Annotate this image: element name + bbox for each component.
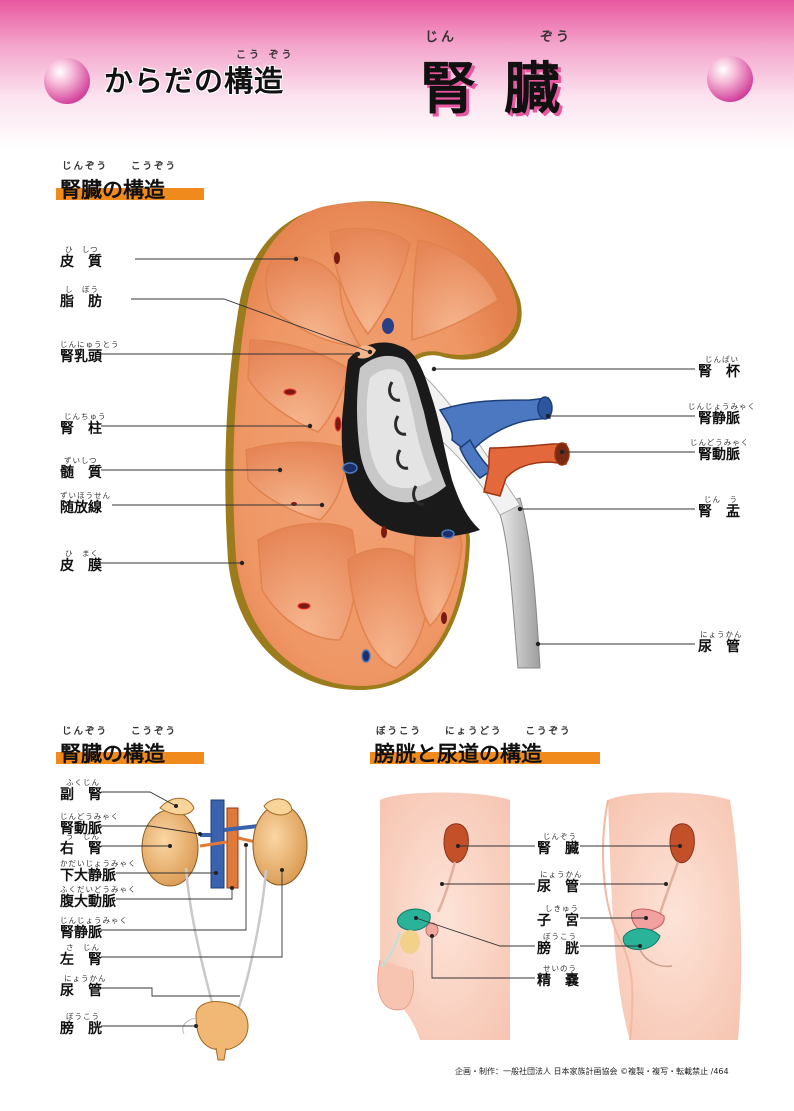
s3-ureter: 尿 管 <box>537 879 579 895</box>
section2-heading: 腎臓の構造 <box>56 738 204 768</box>
header-subtitle: からだの構造 <box>104 64 285 98</box>
s2-adrenal-ruby: ふくじん <box>66 778 100 787</box>
section3-title: 膀胱と尿道の構造 <box>374 741 542 766</box>
label-renal-vein-ruby: じんじょうみゃく <box>688 402 756 411</box>
label-renal-vein: 腎静脈 <box>698 411 740 427</box>
s2-left-kidney: 左 腎 <box>60 952 102 968</box>
label-renal-artery-ruby: じんどうみゃく <box>690 438 750 447</box>
s2-renal-artery-ruby: じんどうみゃく <box>60 812 120 821</box>
s2-aorta-ruby: ふくだいどうみゃく <box>60 885 137 894</box>
s3-bladder-ruby: ぼうこう <box>543 932 577 941</box>
section1-heading: 腎臓の構造 <box>56 174 204 204</box>
label-ureter: 尿 管 <box>698 639 740 655</box>
s2-renal-artery: 腎動脈 <box>60 821 102 837</box>
title-ruby-2: ぞう <box>540 30 573 45</box>
s3-bladder: 膀 胱 <box>537 941 579 957</box>
label-medulla-ruby: ずいしつ <box>64 456 98 465</box>
label-cortex-ruby: ひ しつ <box>65 245 99 254</box>
section2-title: 腎臓の構造 <box>60 741 165 766</box>
s3-uterus-ruby: しきゅう <box>545 904 579 913</box>
section2-ruby: じんぞう こうぞう <box>62 726 178 737</box>
s3-kidney-ruby: じんぞう <box>543 832 577 841</box>
subtitle-ruby: こう ぞう <box>236 50 295 61</box>
s3-seminal-vesicle-ruby: せいのう <box>543 964 577 973</box>
label-ureter-ruby: にょうかん <box>700 630 743 639</box>
section3-heading: 膀胱と尿道の構造 <box>370 738 600 768</box>
section1-title: 腎臓の構造 <box>60 177 165 202</box>
label-pelvis-ruby: じん う <box>704 495 738 504</box>
s2-renal-vein-ruby: じんじょうみゃく <box>60 916 128 925</box>
page-title: 腎臓 <box>420 56 588 122</box>
label-fat: 脂 肪 <box>60 294 102 310</box>
s2-aorta: 腹大動脈 <box>60 894 116 910</box>
s3-kidney: 腎 臓 <box>537 841 579 857</box>
s3-uterus: 子 宮 <box>537 913 579 929</box>
footer-credit: 企画・制作：一般社団法人 日本家族計画協会 ©複製・複写・転載禁止 /464 <box>455 1067 729 1076</box>
s2-right-kidney: 右 腎 <box>60 841 102 857</box>
label-column: 腎 柱 <box>60 421 102 437</box>
section3-ruby: ぼうこう にょうどう こうぞう <box>376 726 572 737</box>
header-banner <box>0 0 794 150</box>
section1-ruby: じんぞう こうぞう <box>62 161 178 172</box>
label-renal-artery: 腎動脈 <box>698 447 740 463</box>
label-calyx: 腎 杯 <box>698 364 740 380</box>
label-capsule-ruby: ひ まく <box>65 549 99 558</box>
s3-seminal-vesicle: 精 嚢 <box>537 973 579 989</box>
label-papilla: 腎乳頭 <box>60 349 102 365</box>
title-ruby-1: じん <box>425 30 458 45</box>
label-capsule: 皮 膜 <box>60 558 102 574</box>
label-fat-ruby: し ぼう <box>65 285 99 294</box>
s2-renal-vein: 腎静脈 <box>60 925 102 941</box>
s2-right-kidney-ruby: う じん <box>66 832 100 841</box>
left-decorative-ball <box>44 58 90 104</box>
s2-bladder-ruby: ぼうこう <box>66 1012 100 1021</box>
s3-ureter-ruby: にょうかん <box>540 870 583 879</box>
label-medullary-ray-ruby: ずいほうせん <box>60 491 111 500</box>
label-medullary-ray: 随放線 <box>60 500 102 516</box>
label-column-ruby: じんちゅう <box>64 412 107 421</box>
label-pelvis: 腎 盂 <box>698 504 740 520</box>
s2-bladder: 膀 胱 <box>60 1021 102 1037</box>
s2-ureter: 尿 管 <box>60 983 102 999</box>
right-decorative-ball <box>707 56 753 102</box>
s2-ureter-ruby: にょうかん <box>64 974 107 983</box>
label-papilla-ruby: じんにゅうとう <box>60 340 120 349</box>
label-cortex: 皮 質 <box>60 254 102 270</box>
s2-adrenal: 副 腎 <box>60 787 102 803</box>
s2-ivc: 下大静脈 <box>60 868 116 884</box>
s2-left-kidney-ruby: さ じん <box>66 943 100 952</box>
label-medulla: 髄 質 <box>60 465 102 481</box>
s2-ivc-ruby: かだいじょうみゃく <box>60 859 137 868</box>
label-calyx-ruby: じんぱい <box>705 355 739 364</box>
